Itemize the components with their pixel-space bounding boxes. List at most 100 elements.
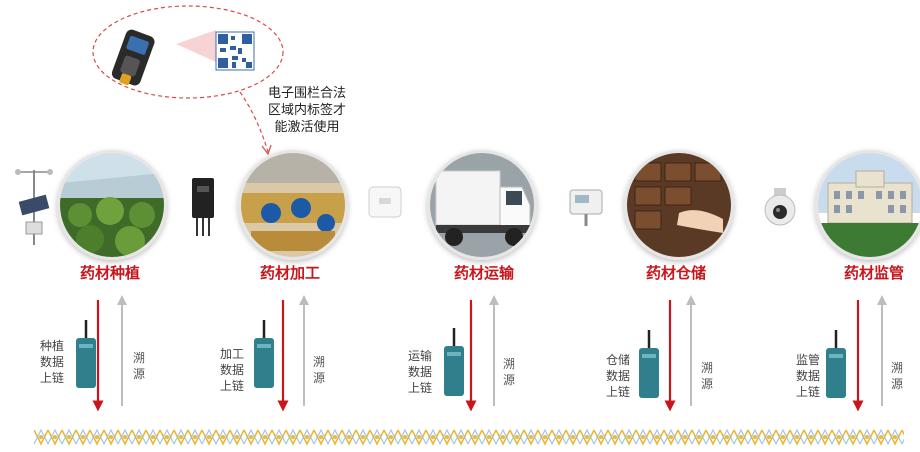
callout-line-1: 电子围栏合法 bbox=[267, 86, 346, 101]
chain-node bbox=[767, 435, 771, 439]
chain-node bbox=[599, 435, 603, 439]
upload-label-warehouse: 仓储 数据 上链 bbox=[604, 352, 632, 400]
chain-link bbox=[775, 428, 791, 445]
soil-sensor-icon bbox=[192, 178, 214, 236]
chain-link bbox=[453, 429, 469, 446]
chain-node bbox=[795, 435, 799, 439]
chain-link bbox=[663, 428, 679, 445]
chain-link bbox=[313, 429, 329, 446]
upload-label-supervision: 监管 数据 上链 bbox=[794, 352, 822, 400]
chain-node bbox=[109, 435, 113, 439]
chain-node bbox=[641, 435, 645, 439]
chain-link bbox=[47, 428, 63, 445]
chain-node bbox=[473, 435, 477, 439]
chain-node bbox=[753, 435, 757, 439]
chain-link bbox=[873, 429, 889, 446]
chain-link bbox=[145, 428, 161, 445]
iot-device-icon bbox=[254, 320, 274, 388]
upload-label-line: 上链 bbox=[605, 385, 630, 399]
chain-link bbox=[635, 428, 651, 445]
chain-link bbox=[677, 429, 693, 446]
chain-node bbox=[543, 435, 547, 439]
chain-link bbox=[369, 429, 385, 446]
chain-link bbox=[523, 428, 539, 445]
chain-link bbox=[383, 428, 399, 445]
chain-node bbox=[697, 435, 701, 439]
chain-link bbox=[341, 429, 357, 446]
chain-node bbox=[501, 435, 505, 439]
trace-label-char: 溯 bbox=[312, 355, 325, 369]
chain-link bbox=[411, 429, 427, 446]
chain-link bbox=[635, 429, 651, 446]
chain-link bbox=[789, 429, 805, 446]
chain-link bbox=[845, 428, 861, 445]
chain-link bbox=[691, 428, 707, 445]
chain-link bbox=[439, 429, 455, 446]
chain-link bbox=[187, 428, 203, 445]
chain-link bbox=[761, 429, 777, 446]
chain-node bbox=[417, 435, 421, 439]
chain-link bbox=[75, 428, 91, 445]
chain-link bbox=[243, 428, 259, 445]
chain-link bbox=[439, 428, 455, 445]
upload-label-processing: 加工 数据 上链 bbox=[218, 346, 246, 394]
chain-link bbox=[215, 429, 231, 446]
chain-link bbox=[593, 429, 609, 446]
trace-label-char: 溯 bbox=[132, 351, 145, 365]
qr-code-icon bbox=[215, 31, 255, 71]
chain-link bbox=[369, 428, 385, 445]
chain-link bbox=[257, 429, 273, 446]
upload-label-line: 上链 bbox=[39, 371, 64, 385]
iot-device-icon bbox=[444, 328, 464, 396]
upload-label-line: 加工 bbox=[219, 347, 244, 361]
chain-link bbox=[89, 428, 105, 445]
trace-label-char: 溯 bbox=[502, 357, 515, 371]
chain-link bbox=[621, 429, 637, 446]
upload-label-planting: 种植 数据 上链 bbox=[38, 338, 66, 386]
chain-node bbox=[557, 435, 561, 439]
blockchain-band bbox=[34, 428, 904, 446]
chain-node bbox=[221, 435, 225, 439]
chain-link bbox=[873, 428, 889, 445]
trace-label-char: 源 bbox=[890, 377, 903, 391]
callout-bubble bbox=[92, 5, 284, 156]
chain-link bbox=[579, 429, 595, 446]
chain-link bbox=[565, 429, 581, 446]
chain-link bbox=[397, 429, 413, 446]
upload-label-line: 数据 bbox=[219, 363, 244, 377]
chain-link bbox=[663, 429, 679, 446]
supervision-photo bbox=[815, 150, 920, 260]
chain-node bbox=[263, 435, 267, 439]
chain-link bbox=[173, 429, 189, 446]
chain-node bbox=[319, 435, 323, 439]
callout-text: 电子围栏合法 区域内标签才 能激活使用 bbox=[252, 85, 362, 136]
chain-link bbox=[747, 428, 763, 445]
chain-link bbox=[551, 428, 567, 445]
upload-label-line: 上链 bbox=[795, 385, 820, 399]
chain-link bbox=[271, 428, 287, 445]
chain-node bbox=[823, 435, 827, 439]
chain-node bbox=[375, 435, 379, 439]
chain-link bbox=[229, 428, 245, 445]
processing-photo bbox=[238, 150, 348, 260]
upload-label-line: 种植 bbox=[39, 339, 64, 353]
warehouse-photo bbox=[624, 150, 734, 260]
chain-link bbox=[565, 428, 581, 445]
chain-link bbox=[47, 429, 63, 446]
chain-node bbox=[655, 435, 659, 439]
trace-label-transport: 溯 源 bbox=[502, 356, 516, 388]
chain-node bbox=[193, 435, 197, 439]
temp-humidity-sensor-icon bbox=[569, 189, 603, 226]
chain-node bbox=[571, 435, 575, 439]
chain-link bbox=[131, 429, 147, 446]
chain-link bbox=[341, 428, 357, 445]
chain-link bbox=[411, 428, 427, 445]
chain-link bbox=[453, 428, 469, 445]
chain-link bbox=[677, 428, 693, 445]
trace-label-processing: 溯 源 bbox=[312, 354, 326, 386]
callout-ellipse bbox=[92, 5, 284, 99]
chain-link bbox=[817, 428, 833, 445]
chain-link bbox=[705, 428, 721, 445]
gateway-device-icon bbox=[368, 186, 402, 218]
chain-link bbox=[887, 429, 903, 446]
